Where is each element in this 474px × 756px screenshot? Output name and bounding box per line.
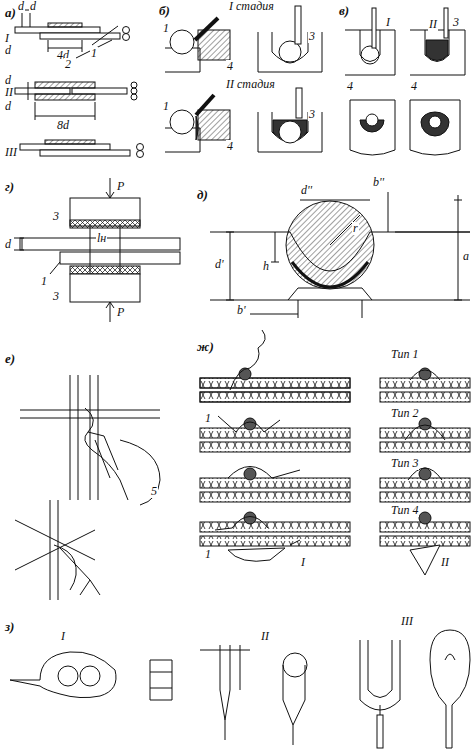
welded-bar-section <box>210 192 470 318</box>
callout-label: d <box>29 0 37 13</box>
callout-label: I стадия <box>228 0 275 13</box>
callout-label: h <box>262 260 270 273</box>
callout-label: d' <box>214 258 225 271</box>
callout-label: 4 <box>346 80 354 93</box>
callout-label: II <box>4 86 14 99</box>
callout-label: 3 <box>308 30 316 43</box>
figure-letter: г) <box>4 180 15 193</box>
callout-label: 1 <box>90 47 98 60</box>
callout-label: II <box>260 630 270 643</box>
callout-label: 3 <box>52 210 60 223</box>
callout-label: 1 <box>162 100 170 113</box>
callout-label: 1 <box>162 22 170 35</box>
callout-label: II <box>428 18 438 31</box>
callout-label: d <box>4 74 12 87</box>
callout-label: P <box>116 306 125 319</box>
callout-label: b'' <box>372 176 385 189</box>
callout-label: II стадия <box>225 78 276 91</box>
callout-label: Тип 1 <box>390 348 419 361</box>
callout-label: I <box>300 556 306 569</box>
tying-tools <box>10 630 470 748</box>
callout-label: 1 <box>204 548 212 561</box>
callout-label: III <box>400 615 414 628</box>
callout-label: a <box>462 250 470 263</box>
callout-label: d <box>4 44 12 57</box>
figure-letter: в) <box>338 4 350 17</box>
callout-label: Тип 4 <box>390 504 419 517</box>
callout-label: d <box>4 100 12 113</box>
callout-label: P <box>116 180 125 193</box>
lap-joints <box>15 10 144 158</box>
callout-label: 4 <box>410 80 418 93</box>
trough-welding <box>345 8 465 155</box>
figure-letter: ж) <box>196 340 215 353</box>
callout-label: 1 <box>40 275 48 288</box>
callout-label: I <box>60 630 66 643</box>
figure-letter: а) <box>4 6 17 19</box>
bath-welding-stages <box>165 6 322 152</box>
callout-label: 4 <box>226 140 234 153</box>
callout-label: 3 <box>52 290 60 303</box>
callout-label: d <box>17 0 25 13</box>
callout-label: 3 <box>452 16 460 29</box>
callout-label: r <box>352 222 359 235</box>
figure-letter: д) <box>196 188 209 201</box>
callout-label: 2 <box>64 58 72 71</box>
callout-label: Тип 2 <box>390 407 419 420</box>
callout-label: 4 <box>226 60 234 73</box>
callout-label: b' <box>236 304 247 317</box>
callout-label: d'' <box>300 184 313 197</box>
callout-label: 8d <box>56 119 70 132</box>
figure-letter: б) <box>158 4 171 17</box>
callout-label: 3 <box>308 108 316 121</box>
callout-label: I <box>385 16 391 29</box>
tie-types <box>200 330 470 575</box>
callout-label: lн <box>96 232 107 245</box>
callout-label: II <box>440 556 450 569</box>
wire-tying <box>15 375 160 600</box>
callout-label: Тип 3 <box>390 457 419 470</box>
figure-letter: з) <box>4 620 15 633</box>
contact-welding <box>14 178 180 322</box>
callout-label: III <box>4 146 18 159</box>
callout-label: 5 <box>150 485 158 498</box>
figure-letter: е) <box>4 352 16 365</box>
callout-label: 1 <box>204 412 212 425</box>
callout-label: d <box>4 238 12 251</box>
